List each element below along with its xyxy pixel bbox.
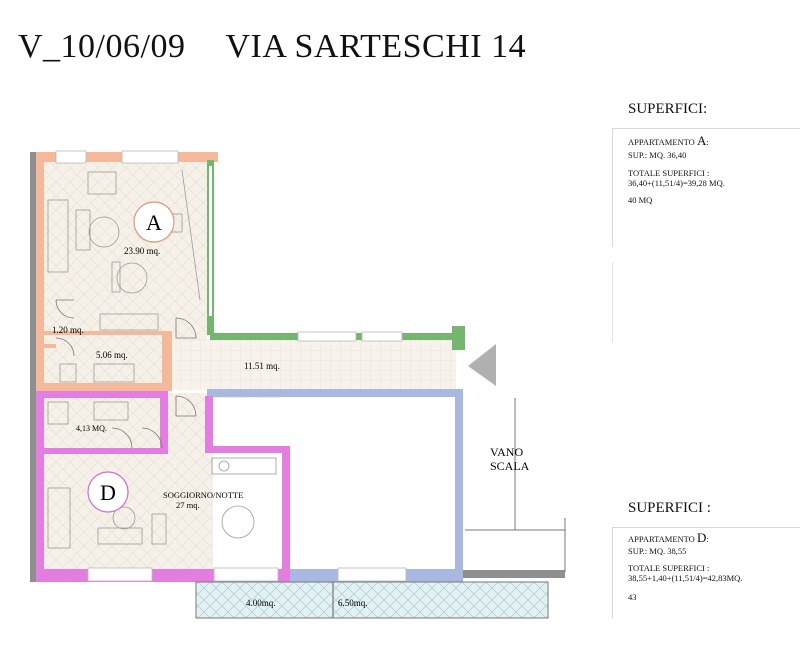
superfici-d-total: 43: [628, 592, 637, 602]
stair-label-2: SCALA: [490, 459, 530, 473]
kitchen-a-icon: [99, 313, 159, 331]
chair-d-icon: [112, 506, 136, 530]
title-address: VIA SARTESCHI 14: [225, 28, 527, 65]
superfici-a-box: APPARTAMENTO A: SUP.: MQ. 36,40 TOTALE S…: [612, 128, 800, 247]
window-a-2: [121, 150, 179, 164]
corridor-area: 11.51 mq.: [244, 361, 280, 371]
room-d-area: 27 mq.: [176, 500, 200, 510]
armchair-a-icon: [87, 171, 117, 195]
wall-d-bath-right: [160, 396, 168, 454]
window-a-1: [55, 150, 87, 164]
sofa-a-icon: [47, 199, 69, 273]
wall-a-bottom: [44, 383, 172, 391]
sink-a-icon: [59, 363, 77, 383]
door-a-bath-icon: [55, 299, 75, 319]
window-green: [209, 166, 212, 316]
room-d-badge: [87, 471, 129, 513]
stair-wall-bottom: [463, 570, 565, 578]
bench-a-icon: [111, 261, 121, 293]
toilet-d-icon: [93, 401, 129, 421]
wall-a-small-bath: [44, 344, 56, 348]
superfici-d-heading: SUPERFICI :: [628, 500, 711, 516]
superfici-d-box: APPARTAMENTO D: SUP.: MQ. 38,55 TOTALE S…: [612, 527, 800, 618]
outer-wall-grey: [30, 152, 36, 582]
sink-d-icon: [47, 401, 69, 425]
superfici-a-totale-label: TOTALE SUPERFICI :: [628, 168, 710, 178]
room-d-label: SOGGIORNO/NOTTE: [163, 490, 243, 500]
room-a-letter: A: [146, 210, 162, 235]
room-d-letter: D: [100, 480, 116, 505]
floor-center-room: [213, 398, 459, 570]
panel-divider: [612, 262, 613, 342]
hob-d-icon: [218, 460, 230, 472]
window-corridor-1: [297, 331, 357, 342]
bath-a-area: 5.06 mq.: [96, 350, 128, 360]
wall-blue-top: [207, 389, 463, 397]
wall-d-right: [282, 446, 290, 572]
wall-d-left: [36, 391, 44, 582]
title-date: V_10/06/09: [18, 28, 186, 65]
wall-a-left: [36, 152, 44, 392]
sofa-d-icon: [47, 487, 71, 549]
window-center: [337, 567, 407, 582]
wall-d-top: [44, 391, 168, 398]
table-a2-icon: [116, 262, 148, 294]
bench-d-icon: [151, 513, 167, 545]
wall-d-kitchen-top: [205, 446, 290, 453]
superfici-a-total: 40 MQ: [628, 195, 653, 205]
superfici-a-sup: SUP.: MQ. 36,40: [628, 150, 687, 160]
wall-a-bath-right: [162, 331, 172, 391]
tv-unit-a-icon: [75, 209, 91, 251]
superfici-a-apt-letter: A: [696, 133, 707, 148]
wall-blue-right: [455, 389, 463, 575]
door-d-bath2-icon: [141, 427, 163, 449]
balcony: [195, 581, 549, 619]
superfici-d-apt: APPARTAMENTO D:: [628, 530, 709, 545]
room-a-badge: [133, 201, 175, 243]
furniture-a: [47, 169, 201, 383]
wall-d-center-left: [205, 396, 213, 452]
superfici-a-apt: APPARTAMENTO A:: [628, 133, 709, 148]
bath-a-small-area: 1.20 mq.: [52, 325, 84, 335]
table-d-icon: [221, 505, 255, 539]
wall-d-bath-bottom: [44, 448, 168, 454]
balcony-left-area: 4.00mq.: [246, 598, 276, 608]
superfici-a-heading: SUPERFICI:: [628, 101, 708, 117]
bathtub-a-icon: [93, 363, 135, 383]
floor-corridor: [172, 340, 456, 390]
superfici-a-totale-calc: 36,40+(11,51/4)=39,28 MQ.: [628, 178, 725, 188]
superfici-d-apt-letter: D: [696, 530, 707, 545]
window-corridor-2: [361, 331, 403, 342]
room-a-area: 23.90 mq.: [124, 246, 160, 256]
entrance-arrow-icon: [468, 344, 496, 386]
bath-d-area: 4,13 MQ.: [76, 424, 107, 433]
window-line-a-icon: [181, 169, 201, 301]
superfici-d-totale-calc: 38,55+1,40+(11,51/4)=42,83MQ.: [628, 573, 743, 583]
furniture-d: [47, 401, 277, 549]
door-a-icon: [175, 317, 197, 339]
door-d-bath-icon: [111, 427, 133, 449]
stair-label-1: VANO: [490, 445, 523, 459]
superfici-d-totale-label: TOTALE SUPERFICI :: [628, 563, 710, 573]
balcony-right-area: 6.50mq.: [338, 598, 368, 608]
page-title: V_10/06/09 VIA SARTESCHI 14: [18, 28, 566, 66]
wall-a-bath-top: [44, 331, 166, 335]
window-d-2: [213, 567, 279, 582]
wall-green-end: [452, 326, 465, 350]
kitchen-d-icon: [211, 457, 277, 475]
door-a-bath2-icon: [55, 337, 75, 357]
window-d-1: [87, 567, 153, 582]
door-d-icon: [175, 395, 197, 417]
table-a-icon: [88, 216, 120, 248]
superfici-d-sup: SUP.: MQ. 38,55: [628, 546, 687, 556]
